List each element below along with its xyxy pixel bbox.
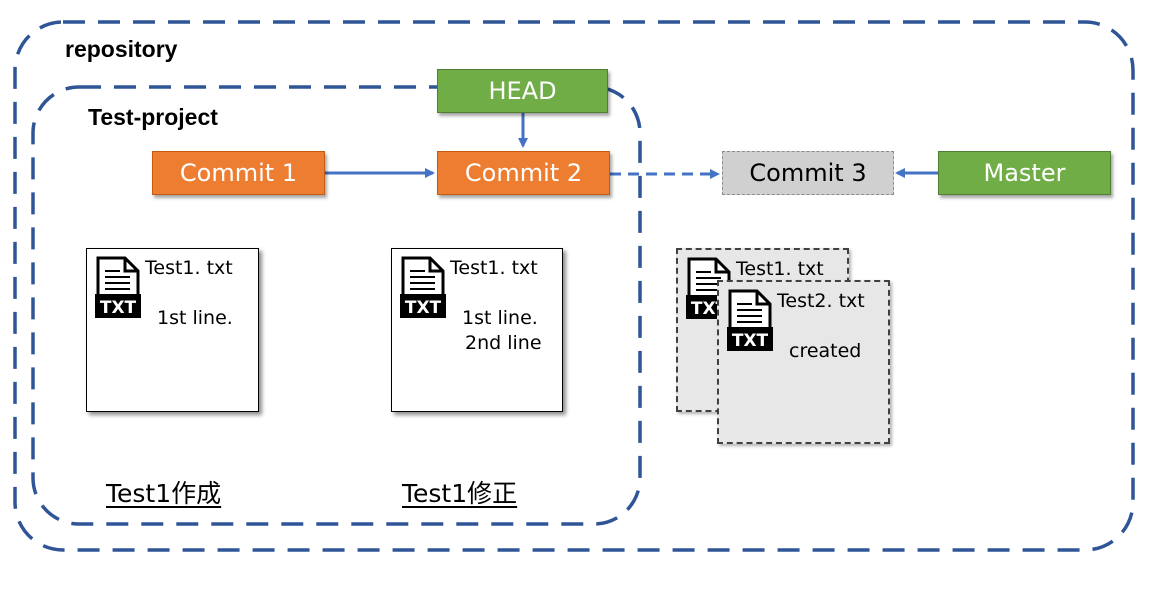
test-project-label: Test-project bbox=[88, 104, 218, 130]
repository-frame bbox=[13, 20, 1135, 552]
file-card-commit3-front: TXT Test2. txt created bbox=[717, 280, 890, 444]
txt-icon-label: TXT bbox=[732, 331, 769, 351]
commit-1-node: Commit 1 bbox=[152, 151, 325, 195]
repository-label: repository bbox=[65, 36, 178, 62]
commit2-caption: Test1修正 bbox=[402, 479, 518, 508]
file-card-commit1: TXT Test1. txt 1st line. bbox=[86, 248, 259, 412]
master-pointer: Master bbox=[938, 151, 1111, 195]
file-name: Test1. txt bbox=[736, 258, 824, 280]
file-card-commit2: TXT Test1. txt 1st line. 2nd line bbox=[391, 248, 563, 412]
txt-file-icon: TXT bbox=[727, 289, 773, 351]
commit-2-node: Commit 2 bbox=[437, 151, 610, 195]
txt-icon-label: TXT bbox=[100, 298, 137, 318]
file-line-1: created bbox=[789, 340, 862, 362]
file-line-2: 2nd line bbox=[465, 332, 542, 354]
commit-3-node: Commit 3 bbox=[722, 151, 894, 195]
commit1-caption: Test1作成 bbox=[106, 479, 222, 508]
file-line-1: 1st line. bbox=[462, 307, 538, 329]
file-name: Test1. txt bbox=[145, 257, 233, 279]
txt-file-icon: TXT bbox=[95, 256, 141, 318]
file-name: Test1. txt bbox=[450, 257, 538, 279]
file-line-1: 1st line. bbox=[157, 307, 233, 329]
txt-icon-label: TXT bbox=[405, 298, 442, 318]
file-name: Test2. txt bbox=[777, 290, 865, 312]
test-project-frame bbox=[31, 85, 642, 526]
head-pointer: HEAD bbox=[437, 69, 608, 113]
txt-file-icon: TXT bbox=[400, 256, 446, 318]
